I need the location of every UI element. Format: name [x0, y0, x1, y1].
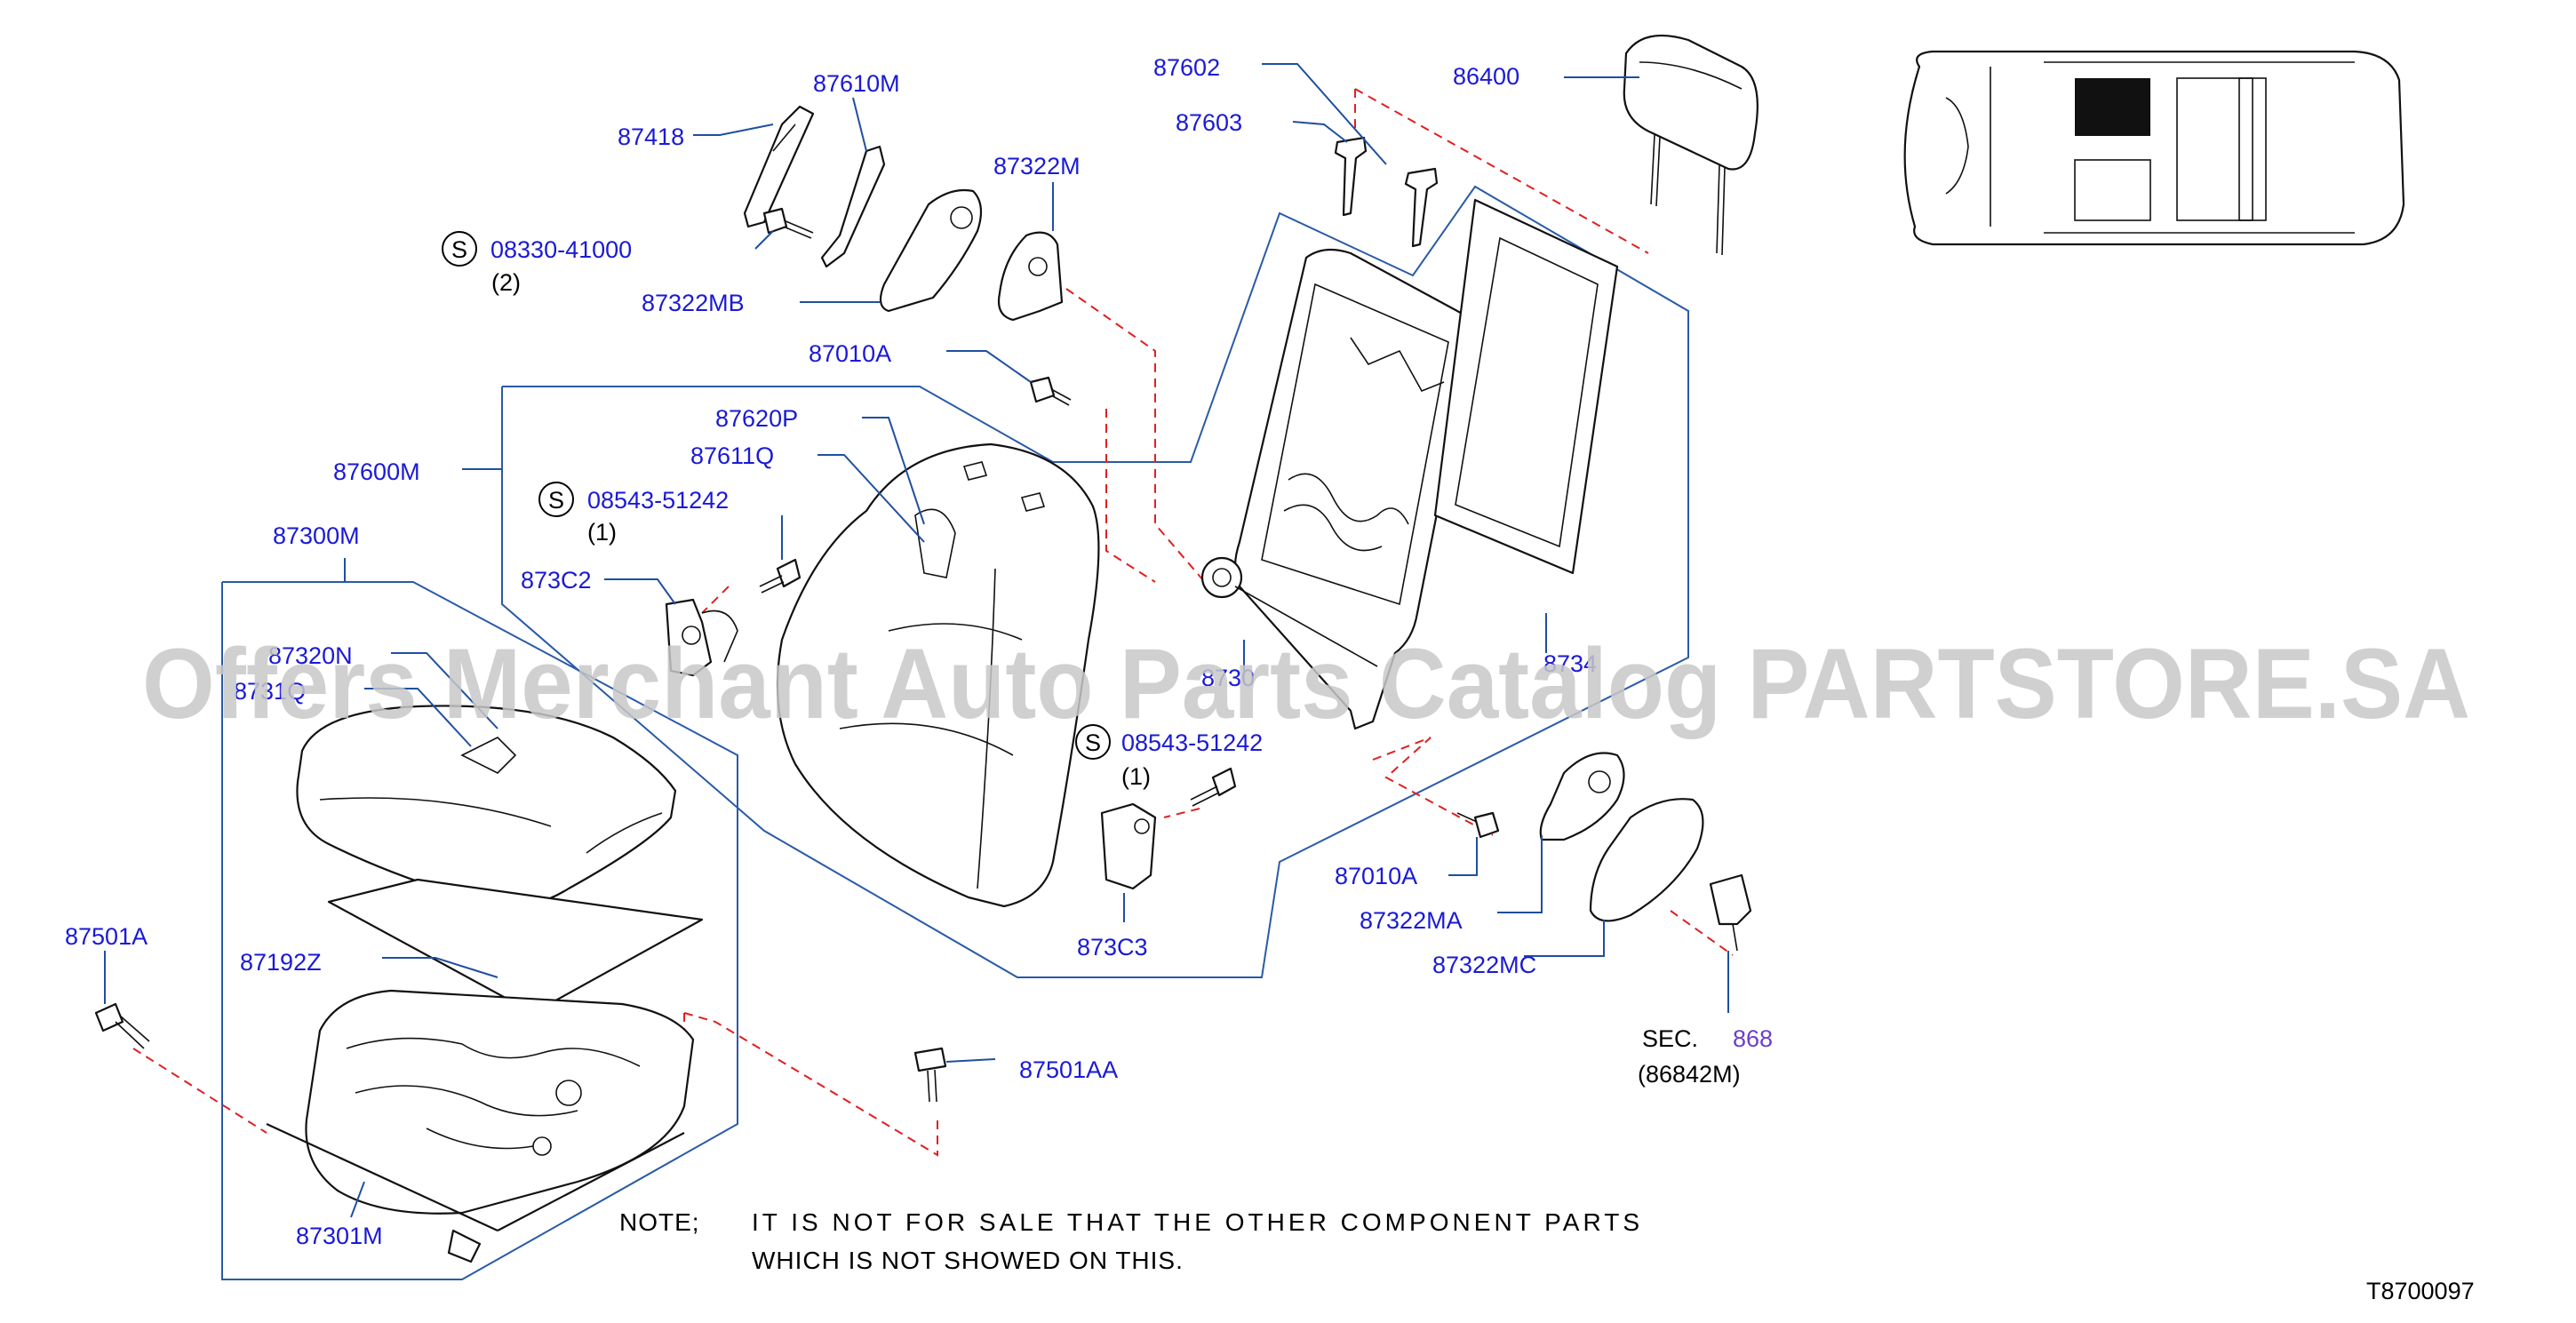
label-87322M[interactable]: 87322M [993, 153, 1081, 179]
cover-87322MB[interactable] [879, 188, 983, 313]
cover-87322M[interactable] [997, 231, 1064, 322]
part-labels: 87610M 87418 87602 87603 86400 87322M 08… [65, 54, 1773, 1249]
headrest-guide-87602[interactable] [1404, 167, 1439, 248]
standard-part-symbol-b: S [538, 482, 574, 517]
group-outline-87600M [501, 185, 1689, 978]
group-outline-87300M [221, 581, 738, 1280]
label-8730[interactable]: 8730 [1201, 665, 1255, 691]
svg-text:S: S [548, 487, 564, 514]
hinge-cover-873C3[interactable] [1100, 802, 1157, 890]
standard-part-symbol-c: S [1075, 724, 1111, 760]
label-87418[interactable]: 87418 [618, 124, 684, 150]
svg-text:S: S [451, 236, 467, 263]
label-873C2[interactable]: 873C2 [521, 567, 592, 594]
headrest-guide-87603[interactable] [1334, 136, 1368, 217]
label-87320N[interactable]: 87320N [268, 642, 353, 669]
label-08543-51242-b[interactable]: 08543-51242 [1121, 729, 1263, 756]
bolt-87501A[interactable] [94, 1002, 150, 1049]
svg-text:S: S [1085, 729, 1101, 756]
hinge-cover-873C2[interactable] [665, 598, 738, 677]
label-08330-41000-qty: (2) [491, 269, 521, 296]
cushion-pad-87192Z[interactable] [327, 878, 704, 1015]
note-line-2: WHICH IS NOT SHOWED ON THIS. [752, 1247, 1184, 1274]
bracket-87610M[interactable] [820, 145, 886, 268]
note-line-1: IT IS NOT FOR SALE THAT THE OTHER COMPON… [752, 1208, 1640, 1236]
label-87301M[interactable]: 87301M [296, 1223, 383, 1249]
label-87010A-top[interactable]: 87010A [809, 340, 891, 367]
label-87620P[interactable]: 87620P [715, 405, 798, 432]
bolt-08330-41000[interactable] [762, 207, 814, 239]
label-8734[interactable]: 8734 [1543, 650, 1597, 677]
label-86400[interactable]: 86400 [1453, 63, 1519, 90]
seat-cushion-frame-87301M[interactable] [266, 989, 695, 1263]
seat-position-marker [2075, 78, 2150, 136]
bracket-87418[interactable] [743, 105, 815, 228]
screw-08543-51242-b[interactable] [1190, 767, 1237, 807]
seat-back-frame-8730[interactable] [1200, 248, 1473, 730]
label-08543-51242-b-qty: (1) [1121, 763, 1151, 790]
label-87501A[interactable]: 87501A [65, 923, 148, 950]
seat-back-board-8734[interactable] [1433, 198, 1619, 575]
headrest-86400[interactable] [1623, 34, 1759, 256]
leader-lines [104, 63, 1729, 1218]
label-08330-41000[interactable]: 08330-41000 [490, 236, 632, 263]
label-87610M[interactable]: 87610M [813, 70, 900, 97]
label-sec: SEC. [1642, 1025, 1698, 1052]
cover-87322MA[interactable] [1539, 752, 1625, 841]
assembly-dash-lines [132, 88, 1734, 1157]
label-86842M: (86842M) [1638, 1061, 1741, 1088]
note-prefix: NOTE; [619, 1208, 700, 1236]
label-87611Q[interactable]: 87611Q [690, 442, 774, 469]
sec-link-868[interactable]: 868 [1733, 1025, 1773, 1052]
seat-belt-buckle-86842M[interactable] [1709, 873, 1752, 952]
label-08543-51242-a-qty: (1) [587, 519, 617, 546]
vehicle-locator [1903, 50, 2405, 246]
label-87600M[interactable]: 87600M [333, 458, 420, 485]
label-08543-51242-a[interactable]: 08543-51242 [587, 487, 729, 514]
label-8731Q[interactable]: 8731Q [234, 678, 306, 705]
label-87603[interactable]: 87603 [1176, 109, 1242, 136]
label-87602[interactable]: 87602 [1153, 54, 1220, 81]
label-87300M[interactable]: 87300M [273, 522, 360, 549]
bolt-87010A-bottom[interactable] [1456, 811, 1500, 839]
seat-back-cover-87620P[interactable] [776, 442, 1100, 908]
label-87322MC[interactable]: 87322MC [1432, 952, 1536, 978]
cover-87322MC[interactable] [1589, 798, 1704, 922]
bolt-87010A-top[interactable] [1029, 376, 1072, 406]
label-873C3[interactable]: 873C3 [1077, 934, 1148, 960]
label-87192Z[interactable]: 87192Z [240, 949, 322, 976]
screw-08543-51242-a[interactable] [759, 558, 802, 594]
watermark-text: Offers Merchant Auto Parts Catalog PARTS… [142, 628, 2470, 739]
label-87322MB[interactable]: 87322MB [642, 290, 745, 316]
diagram-code: T8700097 [2366, 1278, 2475, 1304]
standard-part-symbol-a: S [442, 231, 477, 267]
bolt-87501AA[interactable] [913, 1047, 947, 1103]
label-87322MA[interactable]: 87322MA [1360, 907, 1463, 934]
label-87501AA[interactable]: 87501AA [1019, 1056, 1118, 1083]
footnote: NOTE; IT IS NOT FOR SALE THAT THE OTHER … [619, 1208, 1640, 1274]
label-87010A-bottom[interactable]: 87010A [1335, 863, 1417, 889]
